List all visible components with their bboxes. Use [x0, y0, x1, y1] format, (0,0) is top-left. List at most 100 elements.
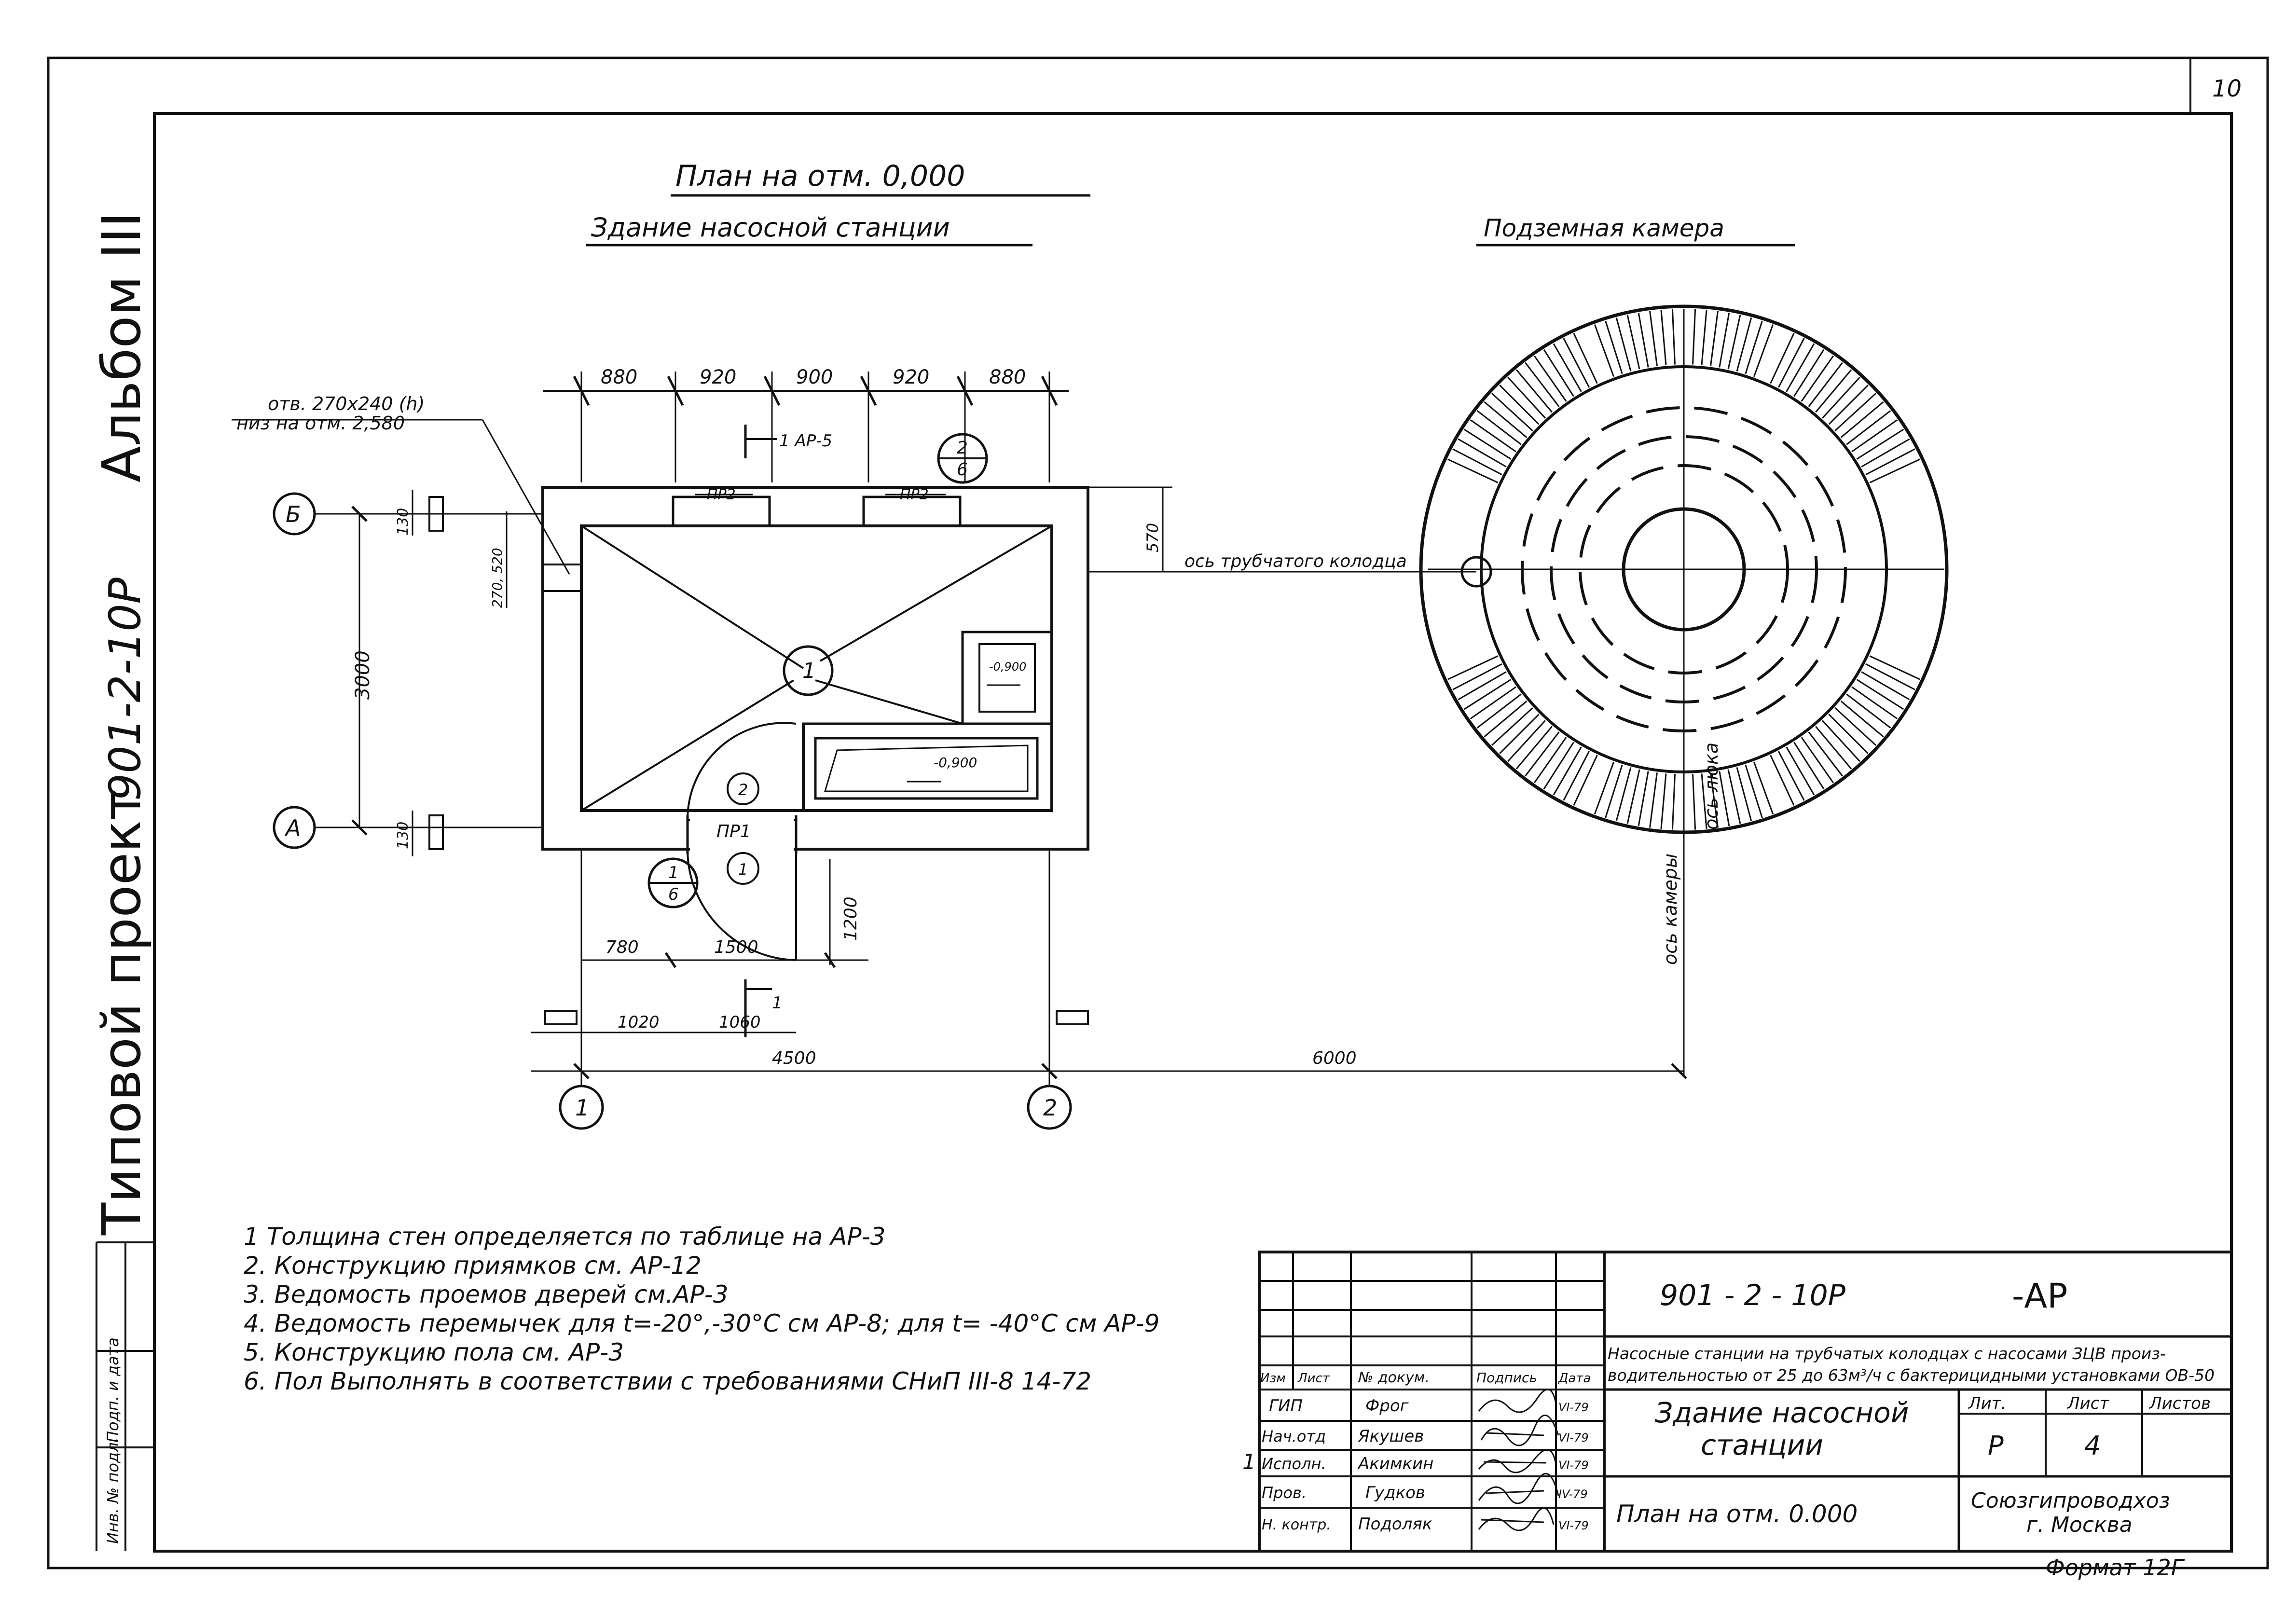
- dim-tick: [351, 819, 368, 836]
- axis-2-label: 2: [1043, 1095, 1057, 1121]
- hatch-line: [1573, 755, 1598, 806]
- door-gap: [690, 816, 794, 853]
- outer-frame: [47, 56, 2269, 1569]
- stamp-org-1: Союзгипроводхоз: [1971, 1488, 2170, 1513]
- svg-text:ось люка: ось люка: [1701, 743, 1722, 830]
- hatch-line: [1865, 663, 1915, 690]
- hatch-line: [1515, 369, 1553, 413]
- door-swing: [686, 722, 797, 821]
- chamber-hatching: [1447, 309, 1921, 830]
- hatch-line: [1515, 726, 1553, 770]
- hatch-line: [1821, 376, 1860, 419]
- hatch-line: [1770, 332, 1795, 384]
- stamp-sheets-header: Листов: [2148, 1394, 2211, 1413]
- dim-tick: [573, 1063, 590, 1079]
- stamp-sheet-value: 4: [2084, 1431, 2101, 1461]
- side-title-project: Типовой проект: [91, 789, 152, 1236]
- hatch-line: [1777, 338, 1805, 388]
- hatch-line: [1727, 315, 1741, 370]
- stamp-col-list: Лист: [1297, 1371, 1330, 1386]
- wall-opening-left: [542, 564, 582, 592]
- building-outer-wall: [541, 486, 1089, 851]
- stamp-role-3: Пров.: [1262, 1484, 1307, 1502]
- hatch-line: [1840, 401, 1884, 438]
- hatch-line: [1563, 338, 1590, 388]
- stamp-col-sign: Подпись: [1476, 1370, 1537, 1386]
- stamp-lit-value: Р: [1988, 1431, 2004, 1461]
- pit-upper-inner: [978, 643, 1036, 713]
- stamp-role-0: ГИП: [1269, 1396, 1303, 1416]
- hatch-line: [1470, 686, 1516, 719]
- stamp-name-2: Акимкин: [1357, 1454, 1433, 1473]
- hatch-line: [1534, 737, 1567, 784]
- dim-tick: [664, 952, 677, 968]
- stamp-description-1: Насосные станции на трубчатых колодцах с…: [1608, 1344, 2166, 1363]
- hatch-line: [1808, 731, 1843, 777]
- stamp-change-mark: 1: [1242, 1450, 1256, 1474]
- room-1-label: 1: [802, 659, 816, 683]
- hatch-line: [1801, 355, 1834, 402]
- stamp-date-3: IV-79: [1558, 1487, 1588, 1501]
- hatch-line: [1821, 720, 1860, 762]
- hatch-line: [1499, 714, 1540, 754]
- svg-text:570: 570: [1143, 523, 1162, 552]
- room-diagonal: [580, 679, 795, 812]
- stamp-role-1: Нач.отд: [1262, 1427, 1326, 1445]
- hatch-line: [1615, 317, 1632, 372]
- hatch-line: [1834, 393, 1877, 432]
- dim-130-bottom: 130: [395, 822, 412, 849]
- hatch-line: [1828, 714, 1869, 754]
- svg-text:130: 130: [395, 822, 412, 849]
- section-1-label: 1: [668, 863, 679, 882]
- hatch-line: [1470, 419, 1516, 453]
- hatch-line: [1777, 751, 1805, 801]
- dim-top-1: 880: [601, 366, 637, 388]
- side-table-label-2: Подп. и дата: [104, 1337, 122, 1443]
- hatch-line: [1793, 742, 1825, 790]
- hatch-line: [1447, 655, 1499, 680]
- hatch-line: [1484, 701, 1528, 738]
- signature-scribbles: [1478, 1389, 1559, 1531]
- hatch-line: [1770, 755, 1795, 806]
- hatch-line: [1786, 343, 1815, 392]
- stamp-date-2: VI-79: [1558, 1459, 1589, 1472]
- chamber-title: Подземная камера: [1484, 214, 1724, 242]
- hatch-line: [1463, 428, 1512, 460]
- hatch-line: [1447, 458, 1499, 483]
- hatch-line: [1594, 324, 1615, 377]
- hatch-line: [1710, 772, 1719, 828]
- hatch-line: [1719, 312, 1730, 368]
- svg-text:Подп. и дата: Подп. и дата: [104, 1337, 122, 1443]
- svg-text:Инв. № подл.: Инв. № подл.: [104, 1437, 122, 1544]
- door-swing-outer: [687, 849, 797, 961]
- svg-text:1200: 1200: [841, 896, 861, 941]
- hatch-line: [1753, 324, 1774, 377]
- hatch-line: [1543, 349, 1574, 397]
- hatch-line: [1563, 751, 1590, 801]
- dim-780: 780: [606, 937, 639, 957]
- hatch-line: [1660, 309, 1667, 365]
- well-axis-label: ось трубчатого колодца: [1184, 551, 1407, 571]
- hatch-line: [1499, 385, 1540, 425]
- hatch-line: [1671, 309, 1676, 365]
- stamp-sheet-header: Лист: [2066, 1394, 2109, 1413]
- dim-top-3: 900: [796, 366, 833, 388]
- axis-a-label: А: [284, 815, 301, 841]
- hatch-line: [1869, 655, 1921, 680]
- hatch-line: [1710, 311, 1719, 366]
- stamp-col-izm: Изм: [1260, 1371, 1286, 1386]
- window-marker-axis-1: [544, 1010, 578, 1025]
- note-3: 3. Ведомость проемов дверей см.АР-3: [244, 1280, 729, 1308]
- dim-1060: 1060: [719, 1013, 761, 1032]
- axis-chamber-label: ось камеры: [1660, 853, 1681, 965]
- stamp-lit-header: Лит.: [1968, 1394, 2006, 1413]
- section-2-sheet: 6: [957, 460, 968, 480]
- hatch-line: [1534, 355, 1567, 402]
- hatch-line: [1626, 315, 1640, 370]
- hatch-line: [1525, 731, 1560, 777]
- stamp-sheet-title-1: Здание насосной: [1655, 1396, 1909, 1429]
- dim-extension-top: [580, 372, 1050, 482]
- hatch-line: [1484, 401, 1528, 438]
- opening-note-2: низ на отм. 2,580: [236, 413, 405, 434]
- stamp-date-0: VI-79: [1558, 1401, 1589, 1414]
